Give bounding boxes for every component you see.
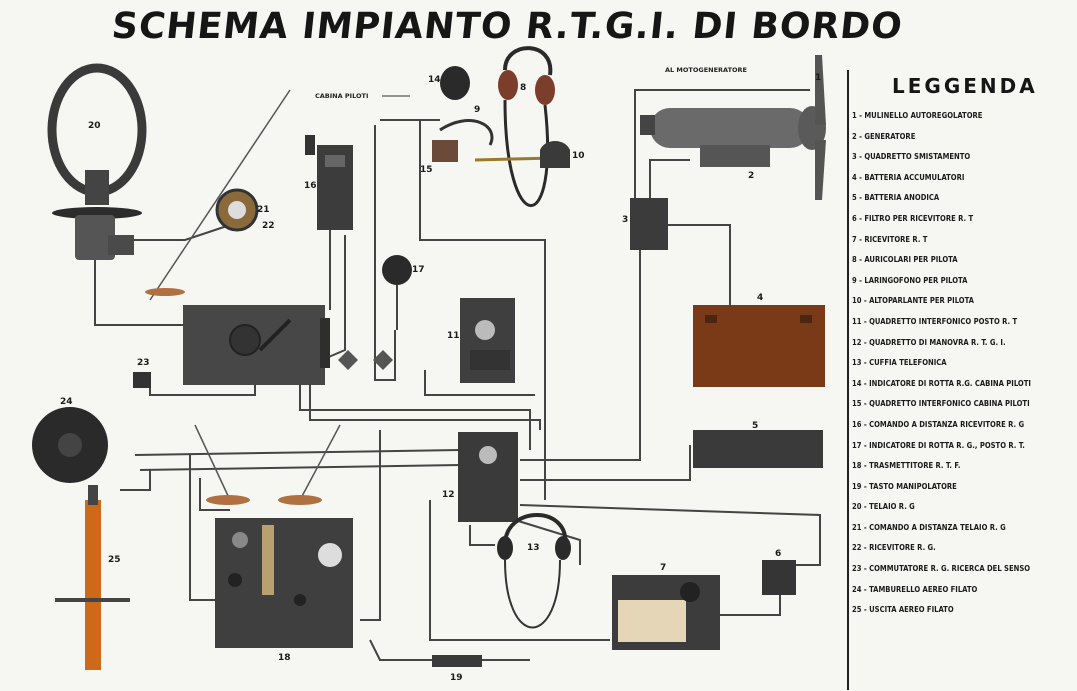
legend-item: 1 - MULINELLO AUTOREGOLATORE <box>852 111 983 120</box>
legend-item: 5 - BATTERIA ANODICA <box>852 193 940 203</box>
callout-22: 22 <box>262 221 275 231</box>
callout-19: 19 <box>450 673 463 683</box>
callout-4: 4 <box>757 293 763 303</box>
callout-labels: 20 21 16 14 17 9 8 15 10 11 1 2 3 4 5 23… <box>60 66 821 683</box>
legend-item: 19 - TASTO MANIPOLATORE <box>852 481 957 491</box>
legend-item: 2 - GENERATORE <box>852 131 916 141</box>
callout-12: 12 <box>442 490 455 500</box>
legend-item: 23 - COMMUTATORE R. G. RICERCA DEL SENSO <box>852 564 1031 574</box>
antenna-insulators <box>145 288 322 505</box>
legend-item: 24 - TAMBURELLO AEREO FILATO <box>852 584 978 594</box>
interphone-11 <box>460 298 515 383</box>
aerial-outlet-25 <box>55 485 130 670</box>
legend-heading: LEGGENDA <box>892 74 1038 98</box>
course-indicator-14 <box>440 66 470 100</box>
legend-list: 1 - MULINELLO AUTOREGOLATORE 2 - GENERAT… <box>852 106 1072 621</box>
callout-10: 10 <box>572 151 585 161</box>
legend-item: 7 - RICEVITORE R. T <box>852 234 928 244</box>
callout-21: 21 <box>257 205 270 215</box>
headset-13 <box>497 513 571 629</box>
transmitter-18 <box>215 518 353 648</box>
legend-item: 21 - COMANDO A DISTANZA TELAIO R. G <box>852 522 1006 532</box>
antenna-leads <box>149 89 341 501</box>
filter-6 <box>762 560 796 595</box>
anode-battery-5 <box>693 430 823 468</box>
callout-1: 1 <box>815 73 821 83</box>
callout-7: 7 <box>660 563 666 573</box>
callout-6: 6 <box>775 549 781 559</box>
legend-item: 15 - QUADRETTO INTERFONICO CABINA PILOTI <box>852 399 1030 409</box>
control-board-12 <box>458 432 518 522</box>
callout-3: 3 <box>622 215 628 225</box>
legend: LEGGENDA 1 - MULINELLO AUTOREGOLATORE 2 … <box>852 70 1072 621</box>
interphone-15 <box>432 140 458 162</box>
callout-13: 13 <box>527 543 540 553</box>
motogeneratore-label: AL MOTOGENERATORE <box>665 66 747 74</box>
aerial-reel-24 <box>32 407 108 483</box>
callout-25: 25 <box>108 555 121 565</box>
callout-9: 9 <box>474 105 480 115</box>
callout-8: 8 <box>520 83 526 93</box>
loop-control-21 <box>215 188 259 232</box>
callout-15: 15 <box>420 165 433 175</box>
callout-18: 18 <box>278 653 291 663</box>
callout-20: 20 <box>88 121 101 131</box>
legend-item: 16 - COMANDO A DISTANZA RICEVITORE R. G <box>852 419 1025 429</box>
rt-receiver-7 <box>612 575 720 650</box>
rg-switch-23 <box>133 372 151 388</box>
callout-11: 11 <box>447 331 460 341</box>
generator-1-2 <box>640 55 826 200</box>
callout-16: 16 <box>304 181 317 191</box>
legend-item: 14 - INDICATORE DI ROTTA R.G. CABINA PIL… <box>852 378 1031 388</box>
pilot-speaker-10 <box>540 141 570 168</box>
legend-item: 13 - CUFFIA TELEFONICA <box>852 358 947 368</box>
legend-item: 3 - QUADRETTO SMISTAMENTO <box>852 152 971 162</box>
legend-item: 4 - BATTERIA ACCUMULATORI <box>852 172 965 182</box>
callout-14: 14 <box>428 75 441 85</box>
legend-item: 8 - AURICOLARI PER PILOTA <box>852 255 958 265</box>
callout-17: 17 <box>412 265 425 275</box>
loop-antenna-20 <box>47 63 147 260</box>
callout-23: 23 <box>137 358 150 368</box>
wires <box>94 89 821 661</box>
legend-item: 6 - FILTRO PER RICEVITORE R. T <box>852 213 974 223</box>
battery-4 <box>693 305 825 387</box>
legend-item: 20 - TELAIO R. G <box>852 502 915 512</box>
legend-item: 12 - QUADRETTO DI MANOVRA R. T. G. I. <box>852 337 1006 347</box>
legend-item: 10 - ALTOPARLANTE PER PILOTA <box>852 296 974 306</box>
legend-item: 22 - RICEVITORE R. G. <box>852 543 936 553</box>
callout-2: 2 <box>748 171 754 181</box>
legend-item: 25 - USCITA AEREO FILATO <box>852 605 954 615</box>
cabina-piloti-label: CABINA PILOTI <box>315 92 368 100</box>
legend-item: 9 - LARINGOFONO PER PILOTA <box>852 275 968 285</box>
legend-item: 18 - TRASMETTITORE R. T. F. <box>852 461 961 471</box>
morse-key-19 <box>432 655 482 667</box>
callout-24: 24 <box>60 397 73 407</box>
callout-5: 5 <box>752 421 758 431</box>
remote-control-16 <box>305 135 353 230</box>
legend-item: 11 - QUADRETTO INTERFONICO POSTO R. T <box>852 316 1018 326</box>
course-indicator-17 <box>382 255 412 285</box>
legend-item: 17 - INDICATORE DI ROTTA R. G., POSTO R.… <box>852 440 1025 450</box>
rg-receiver-22 <box>183 305 330 385</box>
distribution-box-3 <box>630 198 668 250</box>
